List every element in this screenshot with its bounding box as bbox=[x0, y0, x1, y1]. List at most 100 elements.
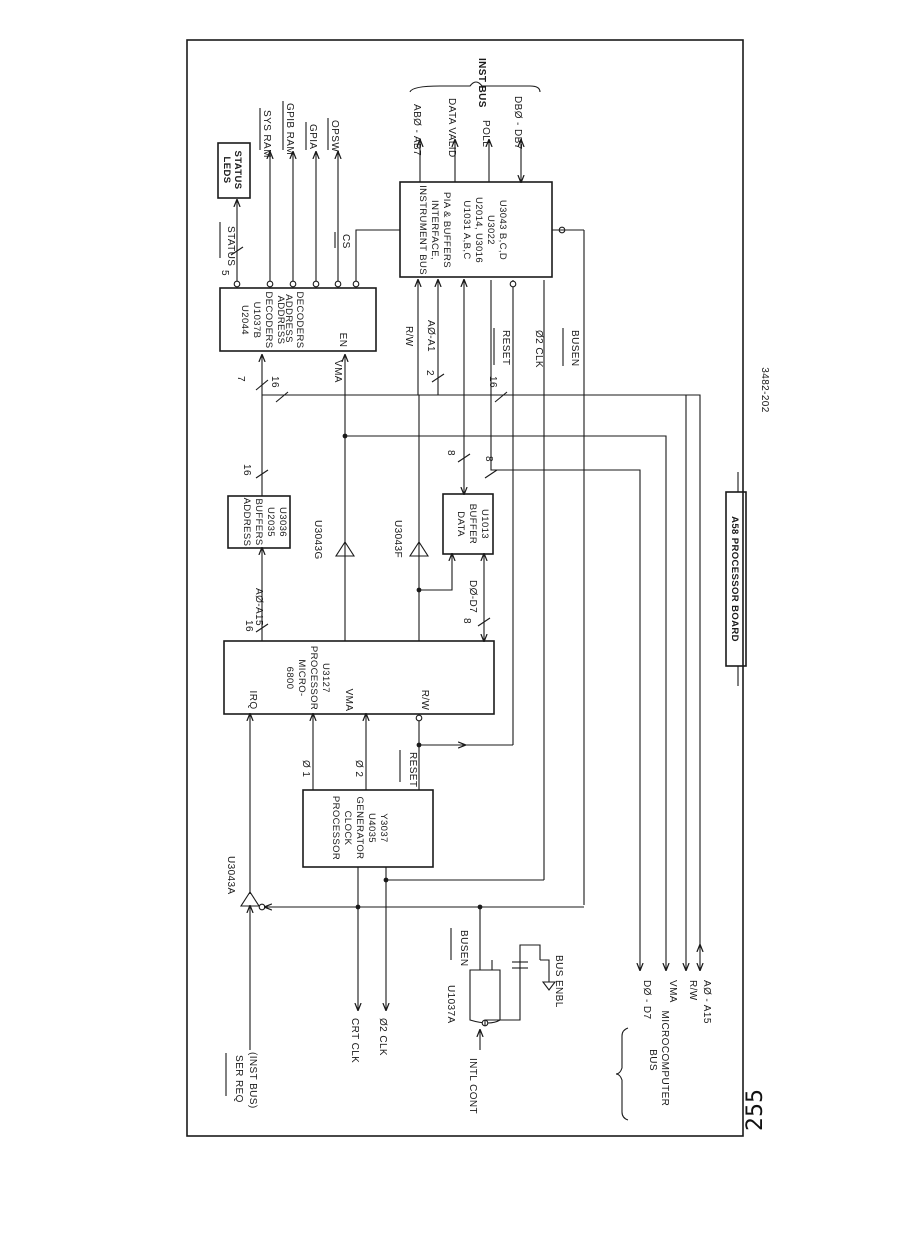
sixteen-d-label: 16 bbox=[243, 620, 254, 632]
bus-rw-label: R/W bbox=[687, 980, 698, 1001]
interface-line: U2014, U3016 bbox=[473, 197, 484, 263]
interface-line: U1031 A,B,C bbox=[461, 200, 472, 259]
address-buffers-line: U3036 bbox=[277, 507, 288, 537]
address-buffers-line: ADDRESS bbox=[241, 498, 252, 547]
cpu-vma-label: VMA bbox=[343, 689, 354, 712]
reset-top-label: RESET bbox=[500, 330, 511, 365]
clock-line: Y3037 bbox=[378, 813, 389, 842]
microcomputer-bus: DØ - D7 VMA R/W AØ - A15 MICROCOMPUTER B… bbox=[608, 394, 712, 1121]
interface-line: U3022 bbox=[485, 215, 496, 245]
cpu-line: PROCESSOR bbox=[308, 646, 319, 710]
address-decoders-line: ADDRESS bbox=[283, 294, 294, 343]
intl-cont-label: INTL CONT bbox=[467, 1058, 478, 1114]
phi2clk-top-label: Ø2 CLK bbox=[533, 330, 544, 368]
u3043g-label: U3043G bbox=[312, 520, 323, 560]
address-decoders-line: DECODERS bbox=[294, 291, 305, 348]
clock-line: CLOCK bbox=[342, 811, 353, 846]
phi1-label: Ø 1 bbox=[300, 760, 311, 777]
status-leds-line: STATUS bbox=[232, 151, 243, 190]
title-block: A58 PROCESSOR BOARD 3482-202 bbox=[725, 367, 770, 686]
opsw-label: OPSW bbox=[329, 120, 340, 152]
interface-line: PIA & BUFFERS bbox=[441, 192, 452, 268]
clock-line: U4035 bbox=[366, 813, 377, 843]
five-label: 5 bbox=[219, 270, 230, 276]
crt-clk-label: CRT CLK bbox=[349, 1018, 360, 1063]
page-frame bbox=[186, 39, 744, 1137]
bus-vma-label: VMA bbox=[667, 980, 678, 1003]
svg-text:U1037B: U1037B bbox=[251, 302, 262, 339]
address-decoders-line: ADDRESS bbox=[275, 296, 286, 345]
u3043f-label: U3043F bbox=[392, 520, 403, 558]
interface-line: U3043 B,C,D bbox=[497, 200, 508, 260]
status-leds-block: STATUSLEDS bbox=[217, 142, 251, 199]
two-label: 2 bbox=[424, 370, 435, 376]
ab-label: ABØ - AB7 bbox=[411, 104, 422, 156]
bus-enbl-label: BUS ENBL bbox=[553, 955, 564, 1008]
cpu-line: 6800 bbox=[284, 667, 295, 690]
micro-bus-label: MICROCOMPUTER BUS bbox=[647, 1011, 670, 1110]
svg-text:ADDRESS: ADDRESS bbox=[275, 296, 286, 345]
cpu-line: MICRO- bbox=[296, 659, 307, 696]
reset-cpu-label: RESET bbox=[407, 752, 418, 787]
en-label: EN bbox=[337, 333, 348, 348]
address-decoders-line: U2044 bbox=[239, 305, 250, 335]
sys-ram-label: SYS RAM bbox=[261, 110, 272, 158]
svg-text:U2044: U2044 bbox=[239, 305, 250, 335]
vma-top-label: VMA bbox=[332, 360, 343, 383]
data-buffer-line: DATA bbox=[455, 511, 466, 537]
page-number: 255 bbox=[743, 1089, 768, 1131]
address-decoders-line: U1037B bbox=[251, 302, 262, 339]
eight-c-label: 8 bbox=[483, 456, 494, 462]
address-buffers-line: U2035 bbox=[265, 507, 276, 537]
svg-text:STATUSLEDS: STATUSLEDS bbox=[221, 151, 243, 190]
data-valid-label: DATA VALID bbox=[446, 98, 457, 158]
interface-line: INSTRUMENT BUS bbox=[417, 185, 428, 275]
decoder-outputs: 5 STATUS SYS RAM GPIB RAM GPIA OPSW CS bbox=[219, 101, 400, 288]
interface-line: INTERFACE, bbox=[429, 200, 440, 260]
u1037a-label: U1037A bbox=[445, 985, 456, 1024]
seven-label: 7 bbox=[235, 376, 246, 382]
inst-bus-label: INST BUS bbox=[476, 58, 487, 108]
clock-line: PROCESSOR bbox=[330, 796, 341, 860]
instrument-bus-outputs: ABØ - AB7 DATA VALID POLL DBØ - DB7 INST… bbox=[409, 58, 541, 182]
microprocessor-block: 6800 MICRO- PROCESSOR U3127 IRQ VMA R/W bbox=[223, 640, 495, 715]
svg-text:DECODERS: DECODERS bbox=[263, 291, 274, 348]
bus-spine: 16 7 16 16 VMA U3043G U3043F 8 DØ-D7 8 8… bbox=[235, 355, 701, 945]
clock-line: GENERATOR bbox=[354, 797, 365, 860]
rw-top-label: R/W bbox=[403, 326, 414, 347]
data-buffer-block: DATA BUFFER U1013 bbox=[442, 493, 494, 555]
instrument-bus-interface-block: INSTRUMENT BUS INTERFACE, PIA & BUFFERS … bbox=[399, 181, 553, 278]
board-title: A58 PROCESSOR BOARD bbox=[729, 516, 740, 642]
ser-req-label: SER REQ bbox=[233, 1055, 244, 1103]
inst-bus-paren-label: (INST BUS) bbox=[247, 1052, 258, 1109]
gpia-label: GPIA bbox=[307, 124, 318, 150]
busen-top-label: BUSEN bbox=[569, 330, 580, 366]
status-label: STATUS bbox=[225, 226, 236, 266]
a0-a15-label: AØ-A15 bbox=[253, 588, 264, 626]
irq-label: IRQ bbox=[247, 691, 258, 710]
address-buffers-line: BUFFERS bbox=[253, 498, 264, 545]
cpu-rw-label: R/W bbox=[419, 690, 430, 711]
data-buffer-line: U1013 bbox=[479, 509, 490, 539]
eight-b-label: 8 bbox=[445, 450, 456, 456]
poll-label: POLL bbox=[480, 120, 491, 147]
u3043a-label: U3043A bbox=[225, 856, 236, 895]
lower-left-signals: U3043A SER REQ (INST BUS) CRT CLK Ø2 CLK… bbox=[225, 856, 584, 1114]
address-decoders-line: DECODERS bbox=[263, 291, 274, 348]
drawing-number: 3482-202 bbox=[759, 367, 770, 412]
db-label: DBØ - DB7 bbox=[512, 96, 523, 150]
bus-d0-d7-label: DØ - D7 bbox=[641, 980, 652, 1020]
a0-a1-label: AØ-A1 bbox=[425, 320, 436, 352]
d0-d7-label: DØ-D7 bbox=[467, 580, 478, 613]
address-decoders-block: ADDRESS DECODERS ADDRESS DECODERS U1037B… bbox=[219, 287, 377, 352]
sixteen-c-label: 16 bbox=[487, 376, 498, 388]
cs-label: CS bbox=[340, 234, 351, 249]
clock-generator-block: PROCESSOR CLOCK GENERATOR U4035 Y3037 bbox=[302, 789, 434, 868]
sixteen-a-label: 16 bbox=[241, 464, 252, 476]
svg-text:ADDRESS DECODERS: ADDRESS DECODERS bbox=[283, 291, 305, 348]
eight-a-label: 8 bbox=[461, 618, 472, 624]
data-buffer-line: BUFFER bbox=[467, 504, 478, 544]
interface-inputs: R/W 2 AØ-A1 RESET Ø2 CLK BUSEN bbox=[403, 226, 641, 945]
